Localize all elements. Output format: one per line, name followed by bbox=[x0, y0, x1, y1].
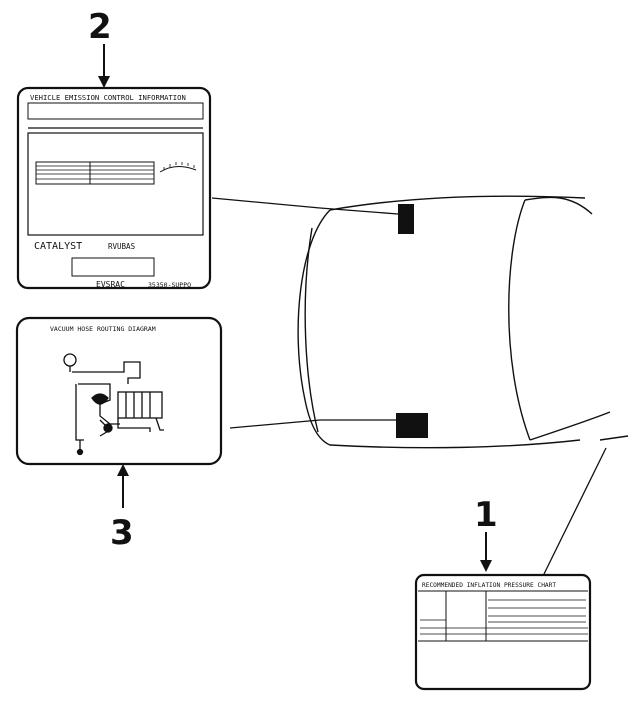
tire-label-title: RECOMMENDED INFLATION PRESSURE CHART bbox=[422, 582, 556, 589]
vacuum-schematic bbox=[63, 353, 164, 456]
emission-label-bottom-right: 35350-SUPPO bbox=[148, 281, 191, 289]
leader-line-1 bbox=[543, 447, 607, 575]
arrow-down-icon bbox=[98, 76, 110, 88]
emission-label-bottom-left: EVSRAC bbox=[96, 280, 125, 289]
leader-line-2 bbox=[211, 197, 399, 215]
callout-number-2: 2 bbox=[88, 7, 112, 47]
emission-label-location bbox=[398, 204, 414, 234]
arrow-down-icon bbox=[480, 560, 492, 572]
callout-number-1: 1 bbox=[474, 495, 498, 535]
callout-1: 1 bbox=[474, 495, 498, 572]
emission-label-secondary: RVUBAS bbox=[108, 242, 136, 251]
vehicle-body-outline bbox=[297, 195, 629, 449]
callout-2: 2 bbox=[88, 7, 112, 88]
emission-control-label: VEHICLE EMISSION CONTROL INFORMATION CAT… bbox=[16, 86, 212, 290]
vacuum-hose-label: VACUUM HOSE ROUTING DIAGRAM bbox=[15, 316, 223, 466]
vacuum-label-location bbox=[396, 413, 428, 438]
tire-pressure-label: RECOMMENDED INFLATION PRESSURE CHART bbox=[414, 573, 592, 691]
arrow-up-icon bbox=[117, 464, 129, 476]
leader-line-3 bbox=[229, 419, 398, 429]
callout-3: 3 bbox=[110, 464, 134, 553]
emission-label-catalyst: CATALYST bbox=[34, 241, 82, 252]
callout-number-3: 3 bbox=[110, 513, 134, 553]
vacuum-label-title: VACUUM HOSE ROUTING DIAGRAM bbox=[50, 325, 156, 333]
emission-label-title: VEHICLE EMISSION CONTROL INFORMATION bbox=[30, 93, 186, 102]
